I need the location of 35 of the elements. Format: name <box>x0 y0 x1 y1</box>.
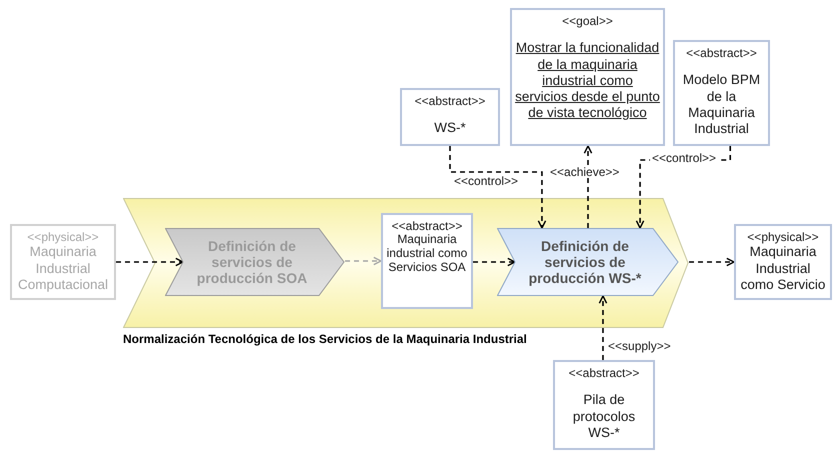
artifact-box <box>553 360 655 450</box>
stereotype-label: <<goal>> <box>562 14 613 28</box>
artifact-name: Maquinaria industrial como Servicios SOA <box>386 233 468 275</box>
edge-label: <<supply>> <box>606 340 673 352</box>
stereotype-label: <<physical>> <box>747 230 819 244</box>
artifact-box <box>400 88 500 146</box>
edge-label: <<control>> <box>452 175 520 187</box>
dependency-arrow <box>473 258 516 266</box>
artifact-box <box>510 8 665 146</box>
band-title: Normalización Tecnológica de los Servicios de la Maquinaria Industrial <box>123 331 527 348</box>
artifact-name: WS-* <box>434 120 466 137</box>
artifact-name: Maquinaria Industrial Computacional <box>16 244 110 293</box>
dependency-arrow <box>345 256 382 266</box>
artifact-box <box>734 224 832 300</box>
stereotype-label: <<abstract>> <box>392 219 462 234</box>
artifact-box <box>381 213 473 309</box>
edge-label: <<achieve>> <box>548 166 622 178</box>
stereotype-label: <<abstract>> <box>686 46 757 60</box>
dependency-arrow <box>584 145 592 228</box>
stereotype-label: <<abstract>> <box>568 366 640 380</box>
artifact-name: Mostrar la funcionalidad de la maquinaria industrial como servicios desde el punto de vista tecnológico <box>514 40 661 122</box>
stereotype-label: <<abstract>> <box>414 94 486 108</box>
process-label: Definición de servicios de producción WS-* <box>528 238 642 286</box>
edge-label: <<control>> <box>650 152 718 164</box>
artifact-name: Maquinaria Industrial como Servicio <box>740 244 826 293</box>
dependency-arrow <box>116 258 184 266</box>
dependency-arrow <box>449 146 546 229</box>
artifact-box <box>673 40 770 146</box>
stereotype-label: <<physical>> <box>27 230 99 244</box>
dependency-arrow <box>598 295 608 360</box>
artifact-box <box>10 224 116 300</box>
process-label: Definición de servicios de producción SOA <box>196 238 308 286</box>
artifact-name: Modelo BPM de la Maquinaria Industrial <box>682 72 762 138</box>
dependency-arrow <box>689 258 735 266</box>
artifact-name: Pila de protocolos WS-* <box>572 392 636 441</box>
